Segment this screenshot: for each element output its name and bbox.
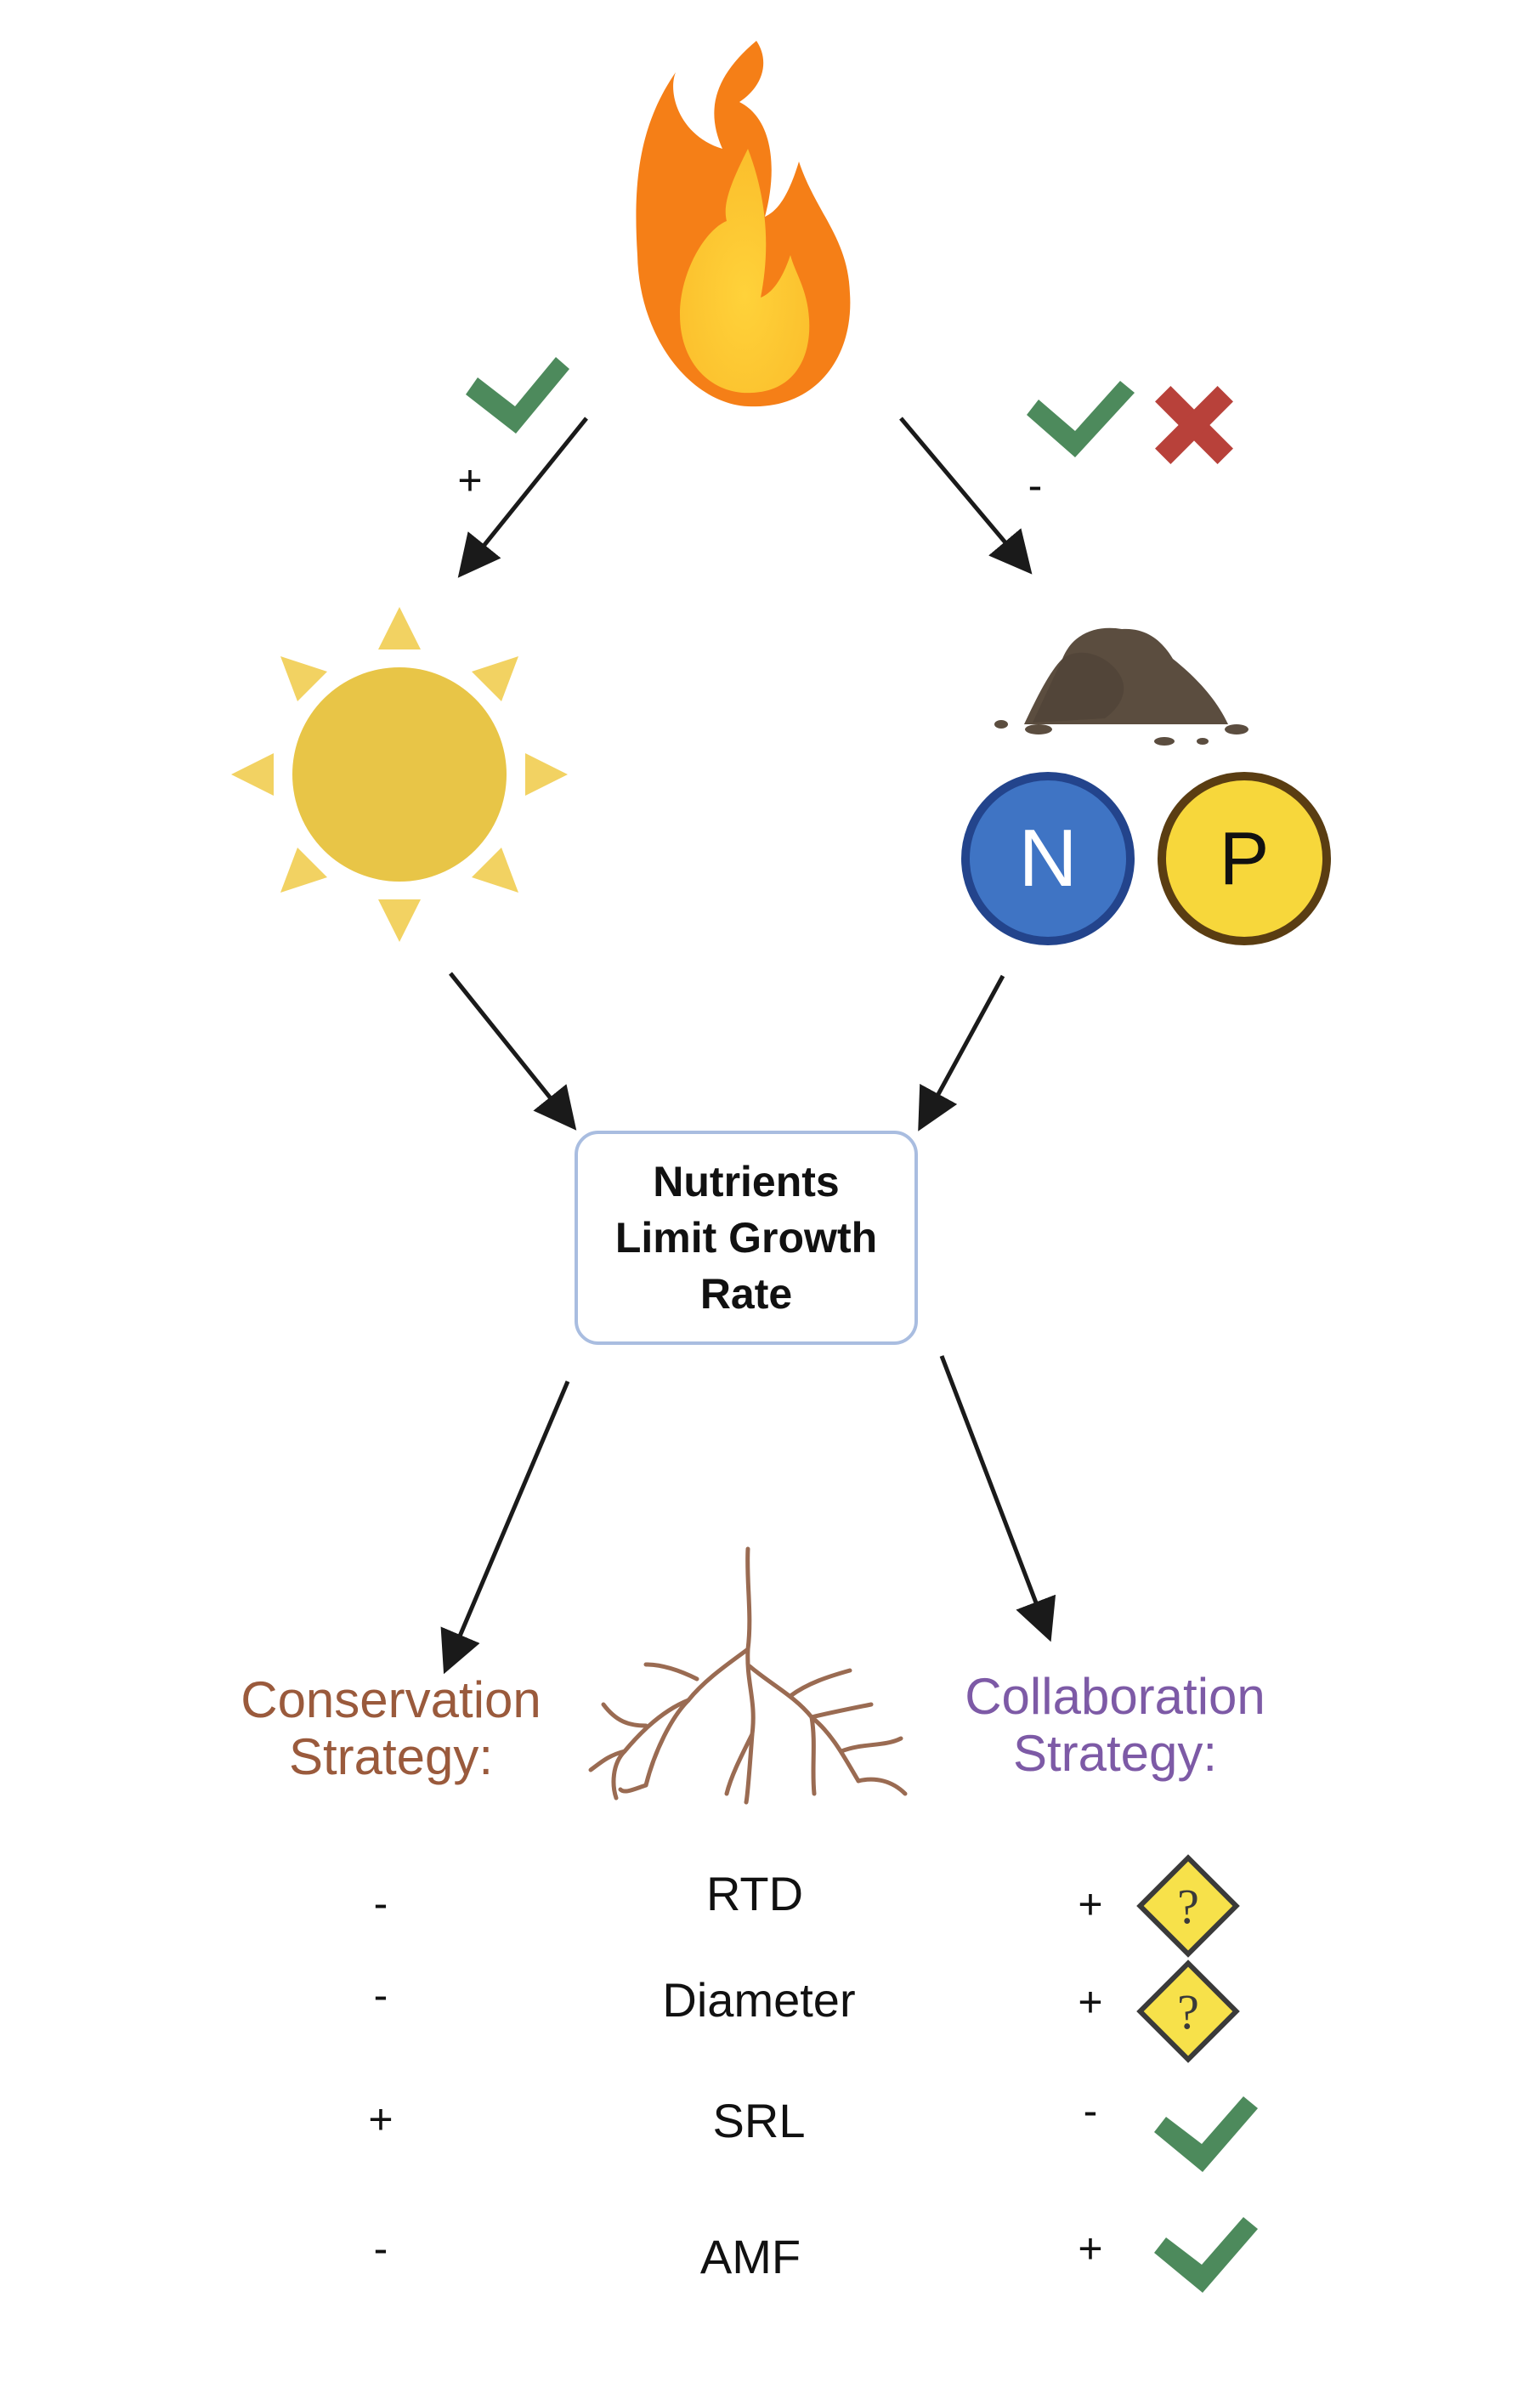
fire-to-soil-sign: - bbox=[1028, 462, 1043, 509]
fire-icon bbox=[636, 41, 851, 407]
diameter-conservation-sign: - bbox=[373, 1971, 388, 2019]
root-icon bbox=[588, 1546, 908, 1805]
nitrogen-label: N bbox=[1018, 813, 1078, 904]
nutrients-to-box-arrow bbox=[918, 974, 1005, 1131]
box-line-1: Nutrients bbox=[653, 1158, 840, 1205]
checkmark-icon bbox=[1154, 2217, 1258, 2293]
box-line-3: Rate bbox=[699, 1270, 793, 1318]
fire-to-soil-arrow bbox=[899, 417, 1033, 575]
soil-pile-icon bbox=[994, 627, 1248, 746]
checkmark-icon bbox=[1154, 2096, 1258, 2172]
phosphorus-label: P bbox=[1219, 816, 1270, 900]
checkmark-icon bbox=[1027, 381, 1135, 457]
cross-icon bbox=[1155, 386, 1233, 464]
conservation-line-1: Conservation bbox=[241, 1671, 541, 1728]
question-warning-icon: ? bbox=[1136, 1854, 1240, 1958]
amf-conservation-sign: - bbox=[373, 2225, 388, 2272]
box-to-conservation-arrow bbox=[440, 1381, 570, 1675]
trait-amf: AMF bbox=[699, 2230, 801, 2283]
trait-rtd: RTD bbox=[705, 1867, 804, 1920]
checkmark-icon bbox=[466, 357, 569, 434]
rtd-collaboration-sign: + bbox=[1078, 1880, 1103, 1928]
trait-diameter: Diameter bbox=[662, 1973, 856, 2027]
collaboration-strategy-label: Collaboration Strategy: bbox=[965, 1668, 1265, 1782]
conservation-line-2: Strategy: bbox=[288, 1728, 494, 1786]
question-warning-icon: ? bbox=[1136, 1959, 1240, 2063]
svg-text:?: ? bbox=[1177, 1879, 1199, 1934]
sun-to-box-arrow bbox=[449, 972, 577, 1131]
nutrients-limit-box: Nutrients Limit Growth Rate bbox=[575, 1131, 918, 1345]
sun-icon bbox=[231, 607, 568, 942]
box-to-collaboration-arrow bbox=[939, 1355, 1056, 1642]
srl-conservation-sign: + bbox=[368, 2096, 393, 2143]
fire-to-sun-sign: + bbox=[457, 457, 483, 504]
svg-text:?: ? bbox=[1177, 1984, 1199, 2039]
trait-srl: SRL bbox=[712, 2094, 806, 2147]
conservation-strategy-label: Conservation Strategy: bbox=[241, 1671, 541, 1785]
nutrients-limit-text: Nutrients Limit Growth Rate bbox=[615, 1154, 877, 1322]
phosphorus-circle bbox=[1158, 772, 1331, 945]
srl-collaboration-sign: - bbox=[1083, 2087, 1098, 2135]
nitrogen-circle bbox=[961, 772, 1135, 945]
box-line-2: Limit Growth bbox=[614, 1214, 878, 1262]
collaboration-line-1: Collaboration bbox=[965, 1668, 1265, 1725]
collaboration-line-2: Strategy: bbox=[1012, 1725, 1218, 1783]
amf-collaboration-sign: + bbox=[1078, 2225, 1103, 2272]
diameter-collaboration-sign: + bbox=[1078, 1978, 1103, 2026]
rtd-conservation-sign: - bbox=[373, 1880, 388, 1927]
fire-to-sun-arrow bbox=[457, 417, 588, 578]
